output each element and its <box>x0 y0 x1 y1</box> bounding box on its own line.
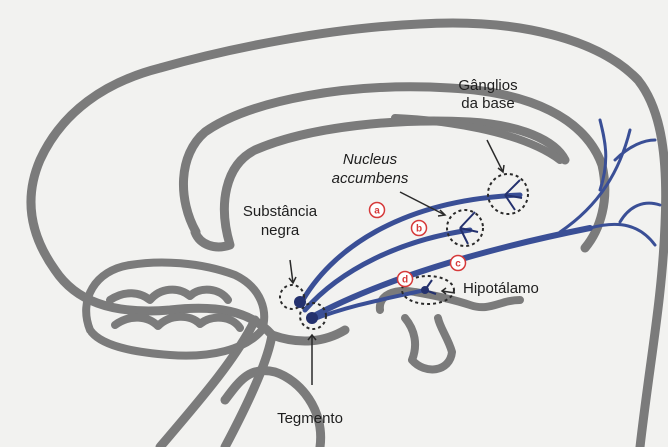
marker-d: d <box>398 272 413 287</box>
nucleus-label-line1: Nucleus <box>343 151 398 168</box>
hipotalamo-neuron <box>421 286 429 294</box>
marker-b-label: b <box>416 224 422 235</box>
substancia-label-line2: negra <box>261 222 300 239</box>
accumbens-target <box>447 210 483 246</box>
hipotalamo-label: Hipotálamo <box>463 280 539 297</box>
hypothalamus-outline <box>380 291 520 370</box>
marker-c-label: c <box>455 259 461 270</box>
nucleus-label-line2: accumbens <box>332 170 409 187</box>
marker-a-label: a <box>374 206 380 217</box>
ganglios-label-line1: Gânglios <box>458 77 517 94</box>
tegmento-neuron <box>306 312 318 324</box>
marker-d-label: d <box>402 275 408 286</box>
marker-c: c <box>451 256 466 271</box>
ganglios-label-line2: da base <box>461 95 514 112</box>
marker-a: a <box>370 203 385 218</box>
substancia-neuron <box>294 296 306 308</box>
marker-b: b <box>412 221 427 236</box>
substancia-label-line1: Substância <box>243 203 318 220</box>
cortical-branches <box>560 120 660 245</box>
tegmento-label: Tegmento <box>277 410 343 427</box>
